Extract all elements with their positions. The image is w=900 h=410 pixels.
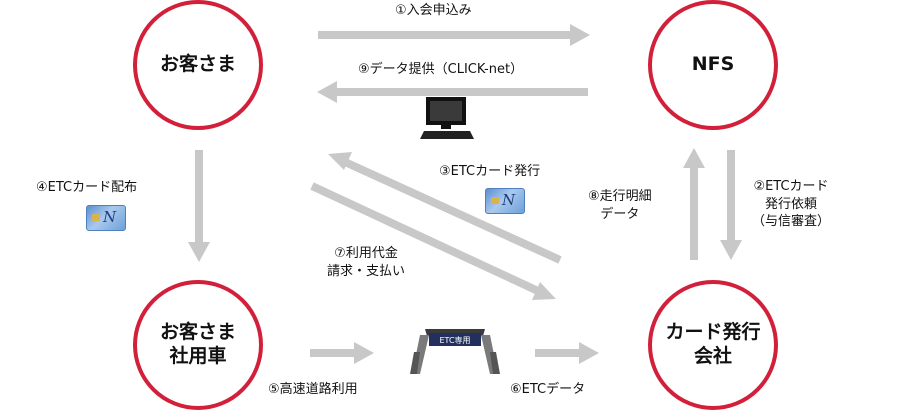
step6-label: ⑥ETCデータ xyxy=(510,382,586,397)
arrow-etc-data xyxy=(535,342,599,364)
card-company-label-line1: カード発行 xyxy=(665,321,761,344)
nfs-node: NFS xyxy=(648,0,778,130)
etc-card-icon: N xyxy=(86,205,126,231)
step8-label-line2: データ xyxy=(600,206,640,222)
arrow-card-issue xyxy=(328,152,562,264)
step2-label-line1: ②ETCカード xyxy=(753,179,829,194)
step2-label: ②ETCカード 発行依頼 （与信審査） xyxy=(752,178,830,231)
card-company-label-line2: 会社 xyxy=(693,345,732,367)
customer-car-label-line1: お客さま xyxy=(159,321,236,344)
arrow-apply xyxy=(318,24,590,46)
step2-label-line3: （与信審査） xyxy=(752,214,831,230)
etc-gate-icon xyxy=(410,329,500,374)
arrow-billing-payment xyxy=(310,182,556,300)
arrow-highway-use xyxy=(310,342,374,364)
step1-label: ①入会申込み xyxy=(395,3,472,18)
step5-label: ⑤高速道路利用 xyxy=(268,382,358,397)
arrow-card-distribution xyxy=(188,150,210,262)
gate-sign-label: ETC専用 xyxy=(439,335,470,345)
step9-label: ⑨データ提供（CLICK-net） xyxy=(358,62,524,77)
card-company-node: カード発行 会社 xyxy=(648,280,778,410)
step4-label: ④ETCカード配布 xyxy=(36,180,138,195)
step7-label-line2: 請求・支払い xyxy=(327,263,406,279)
step7-label: ⑦利用代金 請求・支払い xyxy=(327,245,405,280)
customer-label: お客さま xyxy=(159,53,236,76)
computer-icon xyxy=(420,97,474,139)
etc-card-icon: N xyxy=(485,188,525,214)
customer-car-node: お客さま 社用車 xyxy=(133,280,263,410)
step8-label-line1: ⑧走行明細 xyxy=(588,189,652,204)
step7-label-line1: ⑦利用代金 xyxy=(334,246,398,261)
customer-car-label-line2: 社用車 xyxy=(169,345,227,367)
arrow-issue-request xyxy=(720,150,742,260)
step3-label: ③ETCカード発行 xyxy=(439,164,541,179)
step2-label-line2: 発行依頼 xyxy=(765,196,818,212)
nfs-label: NFS xyxy=(691,53,735,76)
arrow-data-provision xyxy=(317,81,588,103)
customer-node: お客さま xyxy=(133,0,263,130)
step8-label: ⑧走行明細 データ xyxy=(588,188,652,223)
arrow-driving-details xyxy=(683,148,705,260)
